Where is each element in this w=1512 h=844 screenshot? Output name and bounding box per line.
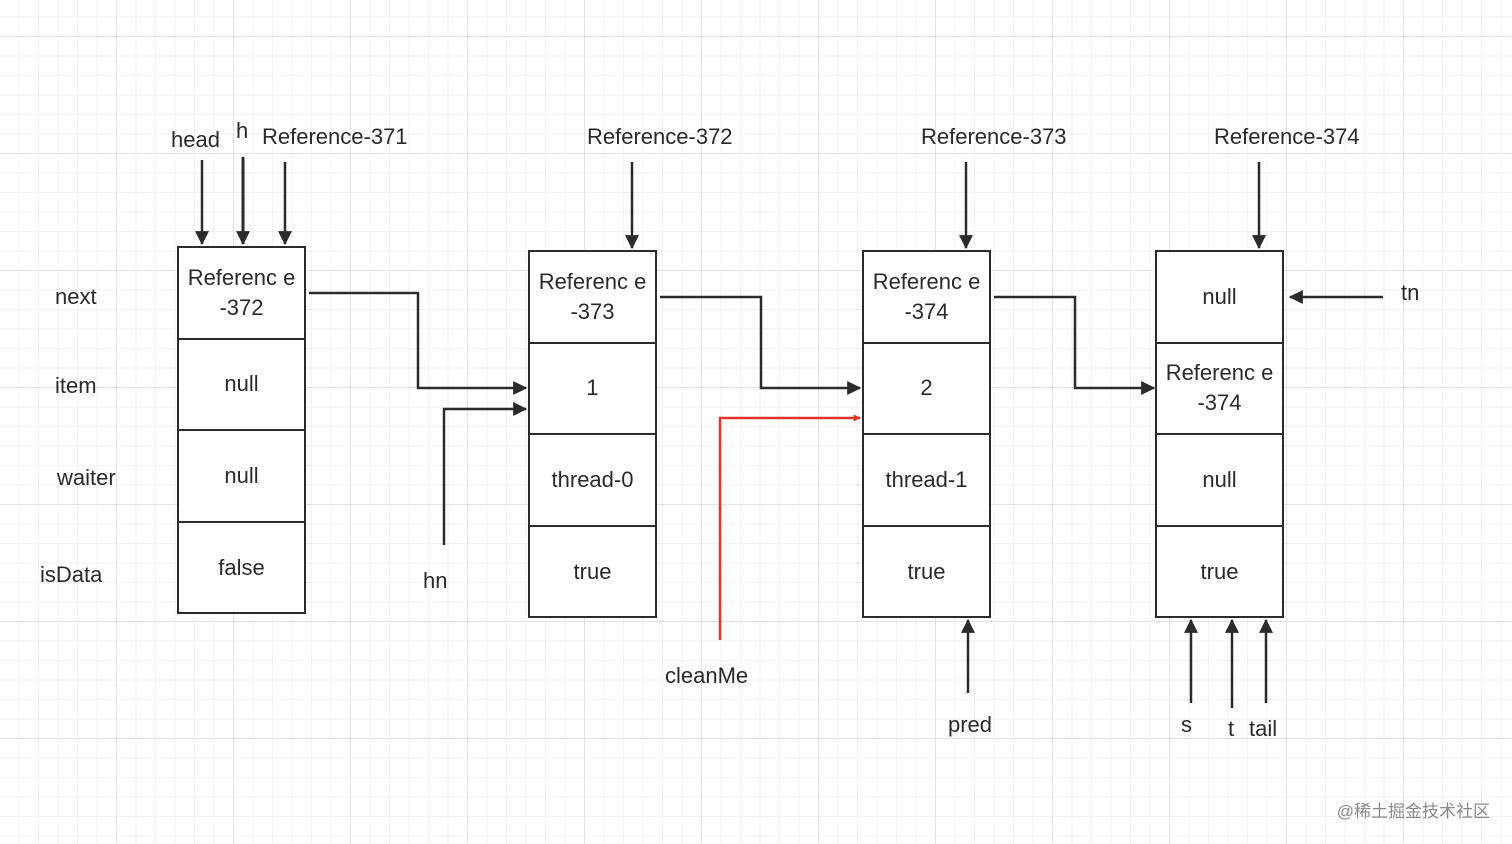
hn-arrow <box>442 402 528 545</box>
pointer-label-tail: tail <box>1249 716 1278 741</box>
watermark: @稀土掘金技术社区 <box>1336 802 1490 821</box>
node-372-item: 1 <box>530 344 655 435</box>
pointer-label-hn: hn <box>423 568 448 593</box>
node-371-next: Referenc e-372 <box>179 248 304 340</box>
field-label-item: item <box>55 373 97 398</box>
node-372-waiter: thread-0 <box>530 435 655 527</box>
pointer-label-tn: tn <box>1401 280 1420 305</box>
next-link-373-374 <box>994 295 1156 395</box>
node-reference-373: Referenc e-374 2 thread-1 true <box>862 250 991 618</box>
node-373-item: 2 <box>864 344 989 435</box>
node-374-next: null <box>1157 252 1282 344</box>
node-374-waiter: null <box>1157 435 1282 527</box>
pointer-label-cleanme: cleanMe <box>665 663 749 688</box>
pointer-label-pred: pred <box>948 712 993 737</box>
pointer-label-s: s <box>1181 712 1192 737</box>
node-reference-371: Referenc e-372 null null false <box>177 246 306 614</box>
pointer-label-h: h <box>236 118 249 143</box>
node-372-next: Referenc e-373 <box>530 252 655 344</box>
field-label-isdata: isData <box>40 562 103 587</box>
node-371-isdata: false <box>218 555 265 581</box>
node-371-item: null <box>179 340 304 431</box>
node-371-waiter: null <box>179 431 304 523</box>
node-title-373: Reference-373 <box>921 124 1067 149</box>
next-link-372-373 <box>660 295 862 395</box>
node-373-isdata: true <box>907 559 946 585</box>
node-374-isdata: true <box>1200 559 1239 585</box>
pointer-label-head: head <box>171 127 220 152</box>
node-title-374: Reference-374 <box>1214 124 1360 149</box>
field-label-next: next <box>55 284 97 309</box>
node-372-isdata: true <box>573 559 612 585</box>
cleanMe-arrow <box>718 414 861 640</box>
next-link-371-372 <box>309 291 528 395</box>
node-title-372: Reference-372 <box>587 124 733 149</box>
node-reference-372: Referenc e-373 1 thread-0 true <box>528 250 657 618</box>
node-373-next: Referenc e-374 <box>864 252 989 344</box>
field-label-waiter: waiter <box>57 465 116 490</box>
node-title-371: Reference-371 <box>262 124 408 149</box>
node-reference-374: null Referenc e-374 null true <box>1155 250 1284 618</box>
node-374-item: Referenc e-374 <box>1157 344 1282 435</box>
pointer-label-t: t <box>1228 716 1235 741</box>
node-373-waiter: thread-1 <box>864 435 989 527</box>
